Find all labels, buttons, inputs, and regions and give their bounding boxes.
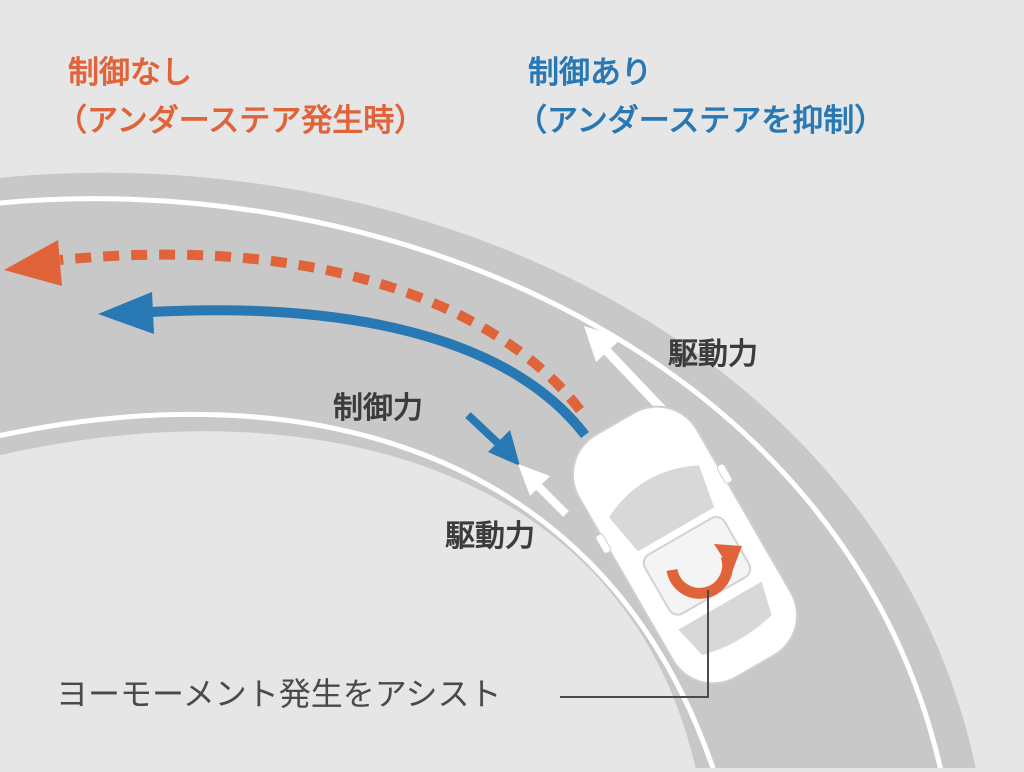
control-force-label: 制御力 [333, 391, 423, 426]
drive-force-label-right: 駆動力 [668, 337, 758, 372]
control-subtitle: （アンダーステアを抑制） [516, 103, 886, 139]
no-control-subtitle: （アンダーステア発生時） [56, 103, 426, 139]
yaw-moment-assist-label: ヨーモーメント発生をアシスト [56, 675, 502, 713]
drive-force-arrowhead-left [518, 464, 550, 496]
no-control-trajectory [59, 249, 584, 414]
drive-force-label-left: 駆動力 [445, 519, 535, 554]
drive-force-arrowhead-right [584, 326, 622, 362]
control-arrowhead [98, 292, 154, 334]
drive-force-arrow-left [533, 481, 569, 517]
lane-line-outer [0, 196, 944, 772]
control-trajectory [149, 305, 589, 439]
car-top-view-icon [571, 405, 799, 685]
no-control-arrowhead [4, 240, 62, 286]
control-title: 制御あり [528, 55, 652, 91]
no-control-title: 制御なし [68, 55, 192, 91]
yaw-leader-line [560, 590, 709, 698]
control-force-arrowhead [488, 430, 520, 466]
yaw-arrowhead [714, 544, 742, 572]
lane-line-inner [0, 412, 717, 772]
curved-rotation-arrow-icon [666, 554, 734, 599]
control-force-arrow-shaft [465, 412, 505, 450]
